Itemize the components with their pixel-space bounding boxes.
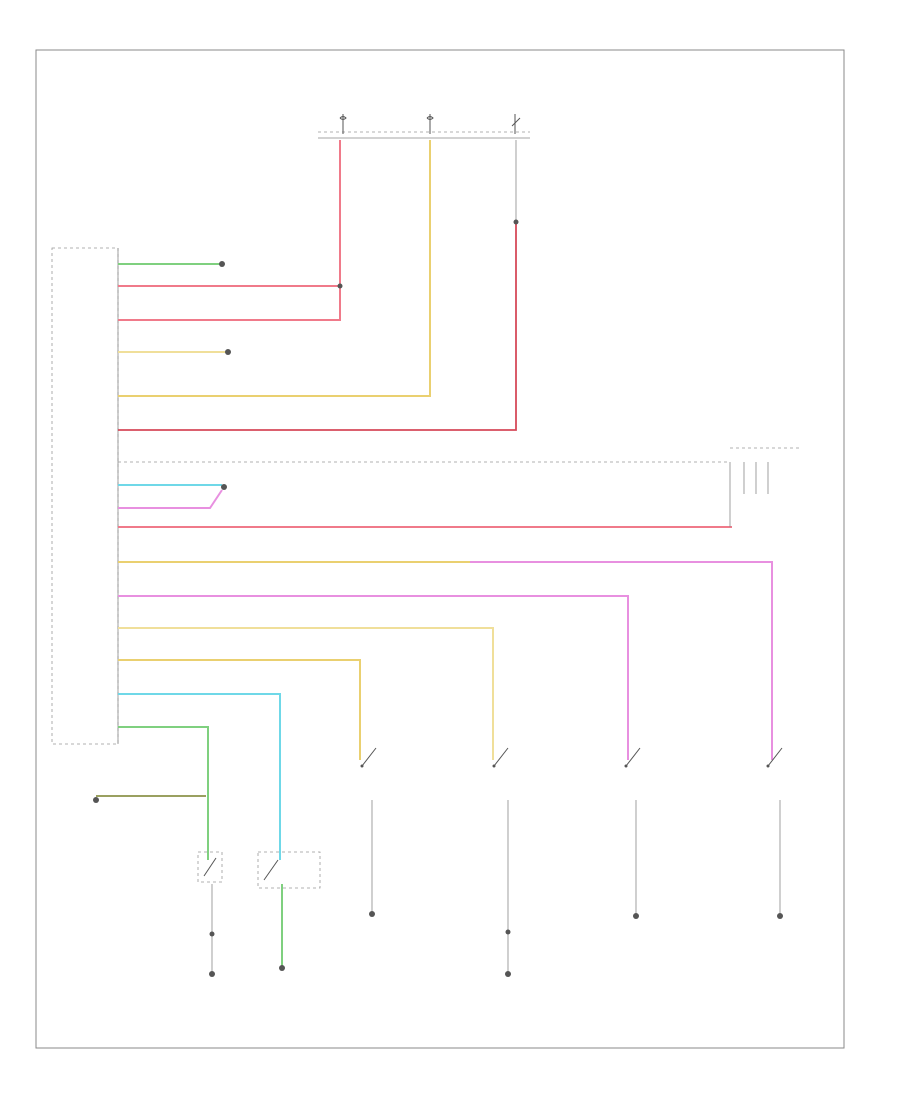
switch-icon (511, 114, 521, 134)
splice-icon (337, 283, 343, 289)
diagram-frame (35, 49, 845, 1049)
ground-icon (93, 797, 99, 803)
wire-dark-red (118, 222, 517, 431)
ground-icon (219, 261, 225, 267)
ground-icon (633, 913, 639, 919)
switch-icon (624, 747, 641, 768)
switch-icon (766, 747, 783, 768)
wire-yellow-pink (118, 561, 773, 760)
splice-icon (513, 219, 519, 225)
fuse-icon (426, 114, 434, 134)
wire-pink-ground (118, 489, 223, 509)
wire-light-yellow (118, 627, 494, 760)
wire-gray-vertical (211, 140, 781, 974)
ground-icon (209, 971, 215, 977)
splice-icon (505, 929, 511, 935)
ground-icon (221, 484, 227, 490)
wire-red-2 (118, 286, 341, 321)
power-distribution (318, 114, 530, 139)
splice-icon (209, 931, 215, 937)
wire-pink-long (118, 595, 629, 760)
fuse-icon (339, 114, 347, 134)
switch-icon (257, 851, 321, 889)
switch-icon (492, 747, 509, 768)
instrument-cluster (51, 247, 119, 745)
switch-icon (197, 851, 223, 883)
ground-icon (279, 965, 285, 971)
wire-cyan-long (118, 693, 281, 860)
ground-icon (777, 913, 783, 919)
ground-icon (225, 349, 231, 355)
wire-yellow-short (118, 659, 361, 760)
ground-icon (505, 971, 511, 977)
wire-gray-right (729, 447, 800, 527)
ground-icon (369, 911, 375, 917)
wire-green-long (118, 726, 209, 860)
wire-yellow-main (118, 140, 431, 397)
switch-icon (360, 747, 377, 768)
